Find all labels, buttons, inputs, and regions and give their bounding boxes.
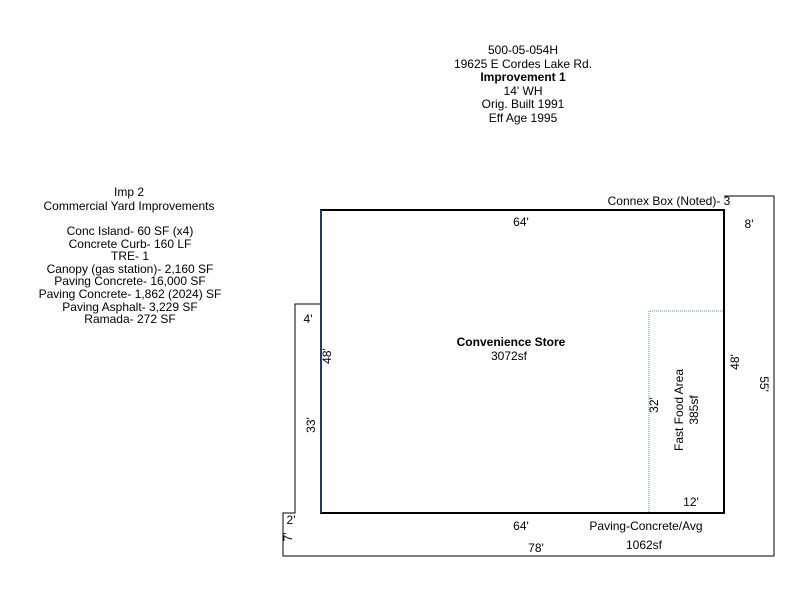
dim-store-bottom: 64': [513, 519, 529, 533]
dim-store-top: 64': [513, 215, 529, 229]
paving-name: Paving-Concrete/Avg: [589, 519, 702, 533]
imp2-subtitle: Commercial Yard Improvements: [43, 198, 215, 213]
imp2-item: Ramada- 272 SF: [84, 312, 176, 327]
imp2-item: Conc Island- 60 SF (x4): [66, 224, 194, 238]
dim-notch-side: 7': [281, 533, 295, 542]
imp2-item: Paving Concrete- 1,862 (2024) SF: [38, 286, 222, 301]
dim-outer-bottom: 78': [528, 541, 544, 555]
dim-store-right: 48': [728, 354, 742, 370]
orig-built: Orig. Built 1991: [481, 97, 565, 111]
fast-food-outline: [648, 310, 723, 512]
imp2-title: Imp 2: [113, 185, 144, 199]
imp2-items: Conc Island- 60 SF (x4) Concrete Curb- 1…: [10, 225, 250, 326]
imp2-item: Concrete Curb- 160 LF: [68, 236, 192, 251]
imp2-item: Paving Concrete- 16,000 SF: [54, 274, 206, 289]
parcel-number: 500-05-054H: [487, 43, 559, 57]
dim-left-lower: 33': [304, 417, 318, 433]
improvement-title: Improvement 1: [480, 70, 566, 84]
fast-food-name: Fast Food Area: [672, 369, 686, 451]
imp2-item: TRE- 1: [110, 249, 149, 264]
paving-outline: [282, 195, 775, 557]
imp2-header: Imp 2 Commercial Yard Improvements: [20, 185, 238, 213]
dim-left-upper: 4': [304, 312, 313, 326]
dim-connex-right: 8': [745, 217, 754, 231]
imp2-item: Paving Asphalt- 3,229 SF: [62, 299, 198, 314]
dim-ff-height: 32': [647, 397, 661, 413]
address: 19625 E Cordes Lake Rd.: [453, 56, 593, 71]
dim-outer-right: 55': [757, 376, 771, 392]
imp2-item: Canopy (gas station)- 2,160 SF: [46, 261, 214, 276]
connex-label: Connex Box (Noted)- 3: [608, 194, 731, 208]
paving-area: 1062sf: [626, 538, 663, 552]
dim-notch-top: 2': [287, 513, 296, 527]
improvement-header: 500-05-054H 19625 E Cordes Lake Rd. Impr…: [423, 43, 623, 125]
eff-age: Eff Age 1995: [488, 110, 558, 125]
fast-food-area: 385sf: [687, 395, 701, 425]
dim-store-left: 48': [320, 348, 334, 364]
store-name: Convenience Store: [457, 335, 566, 349]
dim-ff-width: 12': [683, 495, 699, 509]
store-area: 3072sf: [491, 349, 528, 363]
wall-height: 14' WH: [503, 83, 543, 98]
